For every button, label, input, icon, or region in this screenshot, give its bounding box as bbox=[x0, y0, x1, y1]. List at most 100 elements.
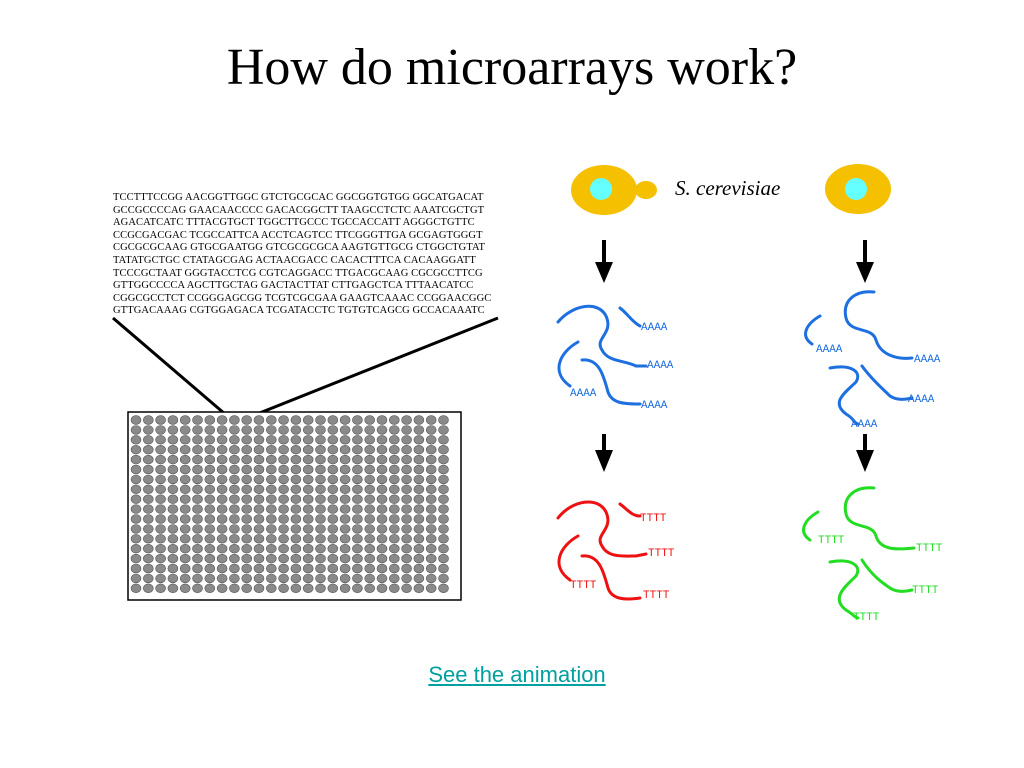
array-spot bbox=[389, 455, 399, 464]
array-spot bbox=[291, 475, 301, 484]
array-spot bbox=[303, 544, 313, 553]
array-spot bbox=[291, 465, 301, 474]
array-spot bbox=[180, 584, 190, 593]
array-spot bbox=[316, 564, 326, 573]
array-spot bbox=[365, 416, 375, 425]
array-spot bbox=[439, 544, 449, 553]
array-spot bbox=[426, 455, 436, 464]
array-spot bbox=[131, 515, 141, 524]
array-spot bbox=[193, 426, 203, 435]
cdna-label: TTTT bbox=[818, 535, 845, 547]
array-spot bbox=[279, 505, 289, 514]
array-spot bbox=[254, 495, 264, 504]
array-spot bbox=[168, 485, 178, 494]
array-spot bbox=[217, 525, 227, 534]
array-spot bbox=[316, 584, 326, 593]
array-spot bbox=[156, 564, 166, 573]
array-spot bbox=[389, 475, 399, 484]
animation-link[interactable]: See the animation bbox=[0, 662, 1024, 688]
array-spot bbox=[193, 515, 203, 524]
array-spot bbox=[340, 495, 350, 504]
array-spot bbox=[291, 455, 301, 464]
array-spot bbox=[254, 534, 264, 543]
array-spot bbox=[254, 515, 264, 524]
array-spot bbox=[377, 445, 387, 454]
array-spot bbox=[439, 435, 449, 444]
array-spot bbox=[156, 435, 166, 444]
array-spot bbox=[279, 495, 289, 504]
array-spot bbox=[303, 525, 313, 534]
array-spot bbox=[193, 534, 203, 543]
array-spot bbox=[426, 534, 436, 543]
array-spot bbox=[266, 525, 276, 534]
array-spot bbox=[414, 534, 424, 543]
array-spot bbox=[217, 445, 227, 454]
array-spot bbox=[143, 584, 153, 593]
array-spot bbox=[156, 475, 166, 484]
array-spot bbox=[389, 574, 399, 583]
array-spot bbox=[229, 505, 239, 514]
array-spot bbox=[402, 584, 412, 593]
array-spot bbox=[340, 584, 350, 593]
array-spot bbox=[131, 554, 141, 563]
array-spot bbox=[156, 544, 166, 553]
array-spot bbox=[328, 515, 338, 524]
array-spot bbox=[242, 534, 252, 543]
array-spot bbox=[426, 544, 436, 553]
array-spot bbox=[143, 554, 153, 563]
array-spot bbox=[377, 554, 387, 563]
array-spot bbox=[254, 416, 264, 425]
array-spot bbox=[389, 495, 399, 504]
array-spot bbox=[328, 495, 338, 504]
array-spot bbox=[242, 435, 252, 444]
array-spot bbox=[402, 455, 412, 464]
array-spot bbox=[365, 435, 375, 444]
array-spot bbox=[242, 426, 252, 435]
array-spot bbox=[402, 495, 412, 504]
array-spot bbox=[389, 505, 399, 514]
array-spot bbox=[365, 525, 375, 534]
array-spot bbox=[291, 445, 301, 454]
array-spot bbox=[439, 534, 449, 543]
mrna-label: AAAA bbox=[908, 394, 935, 406]
array-spot bbox=[316, 525, 326, 534]
array-spot bbox=[377, 515, 387, 524]
array-spot bbox=[217, 475, 227, 484]
array-spot bbox=[389, 534, 399, 543]
array-spot bbox=[414, 465, 424, 474]
array-spot bbox=[426, 515, 436, 524]
array-spot bbox=[266, 574, 276, 583]
array-spot bbox=[303, 574, 313, 583]
cdna-label: TTTT bbox=[648, 548, 675, 560]
array-spot bbox=[328, 505, 338, 514]
array-spot bbox=[402, 485, 412, 494]
cdna-label: TTTT bbox=[912, 585, 939, 597]
array-spot bbox=[328, 435, 338, 444]
array-spot bbox=[365, 485, 375, 494]
array-spot bbox=[143, 544, 153, 553]
array-spot bbox=[316, 534, 326, 543]
array-spot bbox=[229, 534, 239, 543]
array-spot bbox=[205, 544, 215, 553]
yeast-cell-budding bbox=[571, 165, 657, 215]
array-spot bbox=[242, 515, 252, 524]
array-spot bbox=[180, 534, 190, 543]
array-spot bbox=[205, 515, 215, 524]
array-spot bbox=[254, 475, 264, 484]
array-spot bbox=[279, 475, 289, 484]
array-spot bbox=[143, 564, 153, 573]
array-spot bbox=[266, 564, 276, 573]
array-spot bbox=[205, 525, 215, 534]
array-spot bbox=[291, 525, 301, 534]
array-spot bbox=[328, 584, 338, 593]
array-spot bbox=[229, 485, 239, 494]
array-spot bbox=[389, 416, 399, 425]
array-spot bbox=[377, 485, 387, 494]
array-spot bbox=[352, 426, 362, 435]
array-spot bbox=[143, 465, 153, 474]
array-spot bbox=[180, 554, 190, 563]
array-spot bbox=[414, 475, 424, 484]
array-spot bbox=[205, 485, 215, 494]
array-spot bbox=[266, 544, 276, 553]
array-spot bbox=[316, 445, 326, 454]
